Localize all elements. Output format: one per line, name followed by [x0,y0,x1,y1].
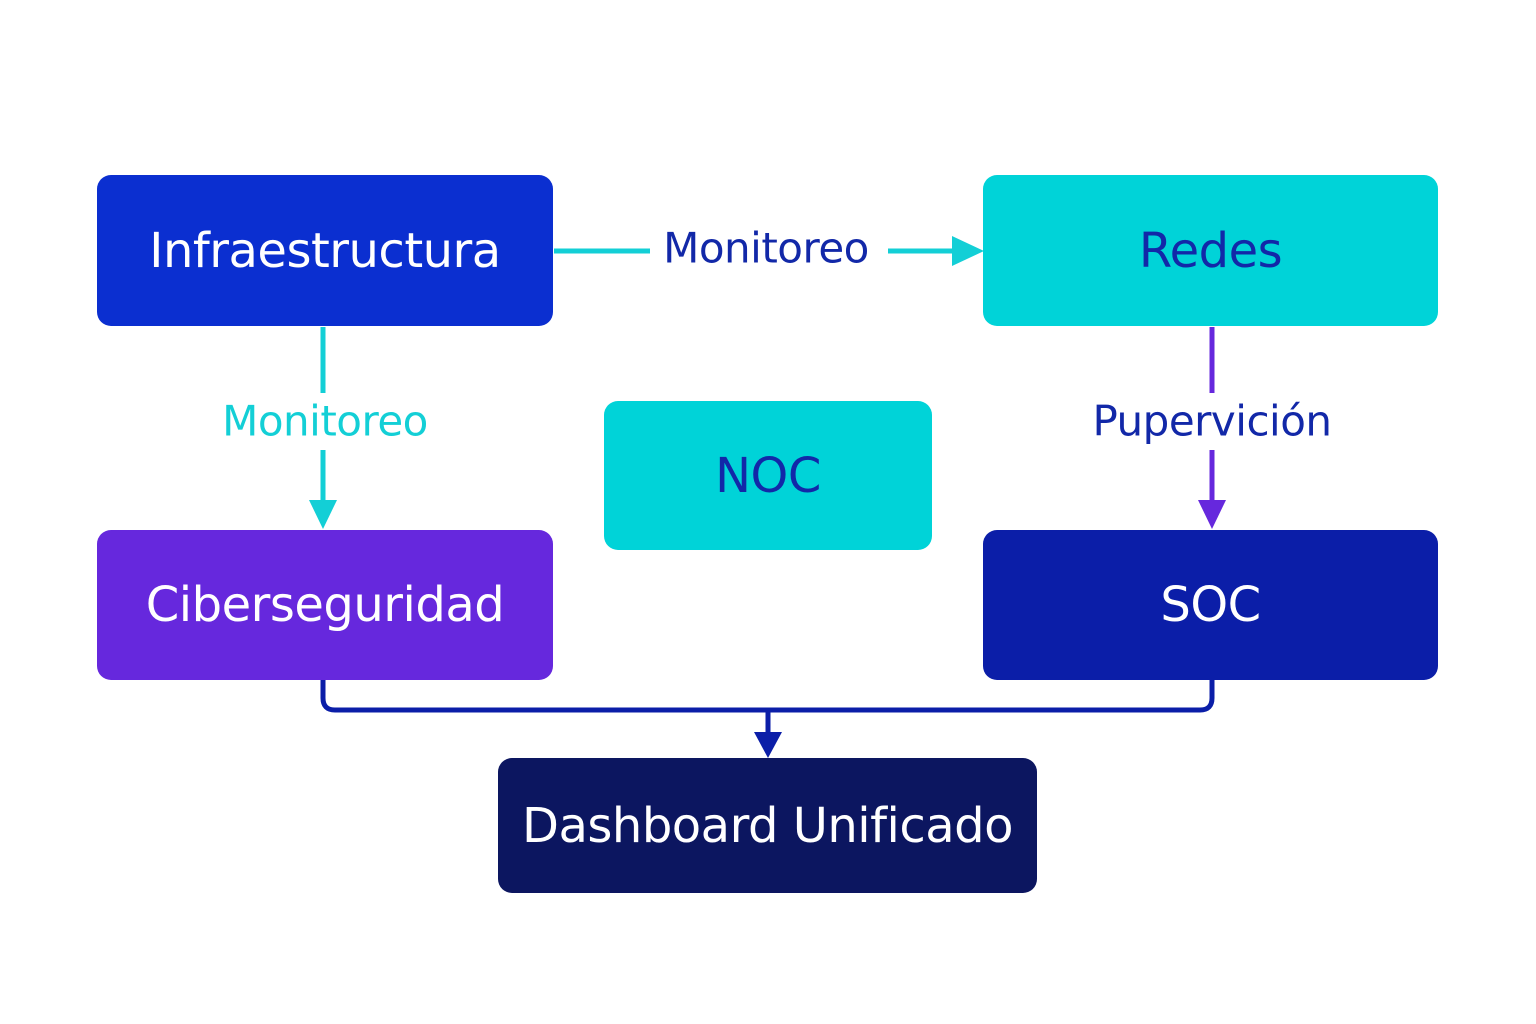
edge-label-infra-redes: Monitoreo [653,223,879,273]
node-soc: SOC [983,530,1438,680]
arrowhead-soc [1198,500,1226,529]
node-infraestructura-label: Infraestructura [149,222,501,279]
node-noc-label: NOC [715,447,821,504]
edge-merge-to-dashboard [320,680,1215,713]
node-dashboard: Dashboard Unificado [498,758,1037,893]
node-noc: NOC [604,401,932,550]
edge-label-infra-ciber: Monitoreo [212,396,438,446]
node-ciberseguridad-label: Ciberseguridad [145,577,505,633]
arrowhead-ciber [309,500,337,529]
node-redes-label: Redes [1138,222,1283,279]
node-redes: Redes [983,175,1438,326]
arrowhead-dashboard [754,732,782,758]
arrowhead-redes [952,236,984,266]
node-dashboard-label: Dashboard Unificado [522,797,1013,854]
edge-label-redes-soc: Pupervición [1082,396,1342,446]
node-ciberseguridad: Ciberseguridad [97,530,553,680]
node-infraestructura: Infraestructura [97,175,553,326]
node-soc-label: SOC [1160,577,1261,633]
